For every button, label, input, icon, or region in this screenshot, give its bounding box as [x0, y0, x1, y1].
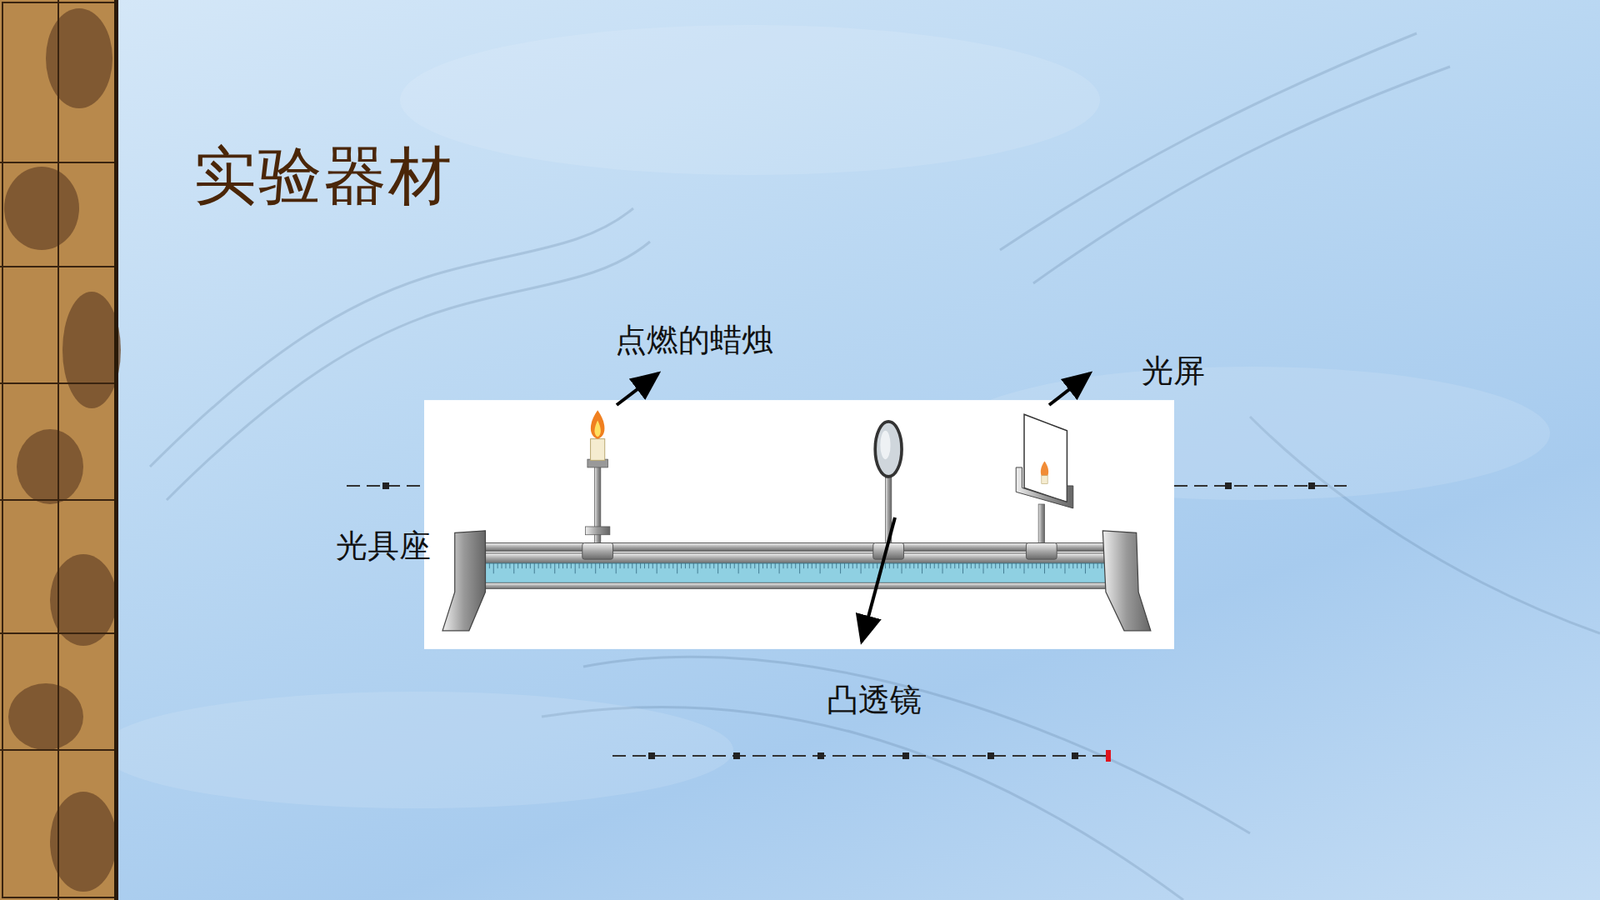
red-marker [1105, 750, 1111, 762]
part-label: 光具座 [335, 525, 431, 568]
leader-arrow [1049, 373, 1090, 405]
part-label: 光屏 [1141, 350, 1205, 393]
strip-pattern [4, 8, 121, 892]
strip-edge [114, 0, 119, 900]
optical-bench-illustration [424, 400, 1175, 650]
part-label: 凸透镜 [826, 679, 922, 722]
part-label: 点燃的蜡烛 [615, 319, 774, 362]
side-strip [0, 0, 118, 900]
slide-title: 实验器材 [193, 134, 454, 220]
leader-arrow [861, 517, 895, 642]
strip-grid [0, 0, 118, 900]
leader-arrow [616, 373, 659, 405]
cloud-shapes [100, 25, 1550, 809]
